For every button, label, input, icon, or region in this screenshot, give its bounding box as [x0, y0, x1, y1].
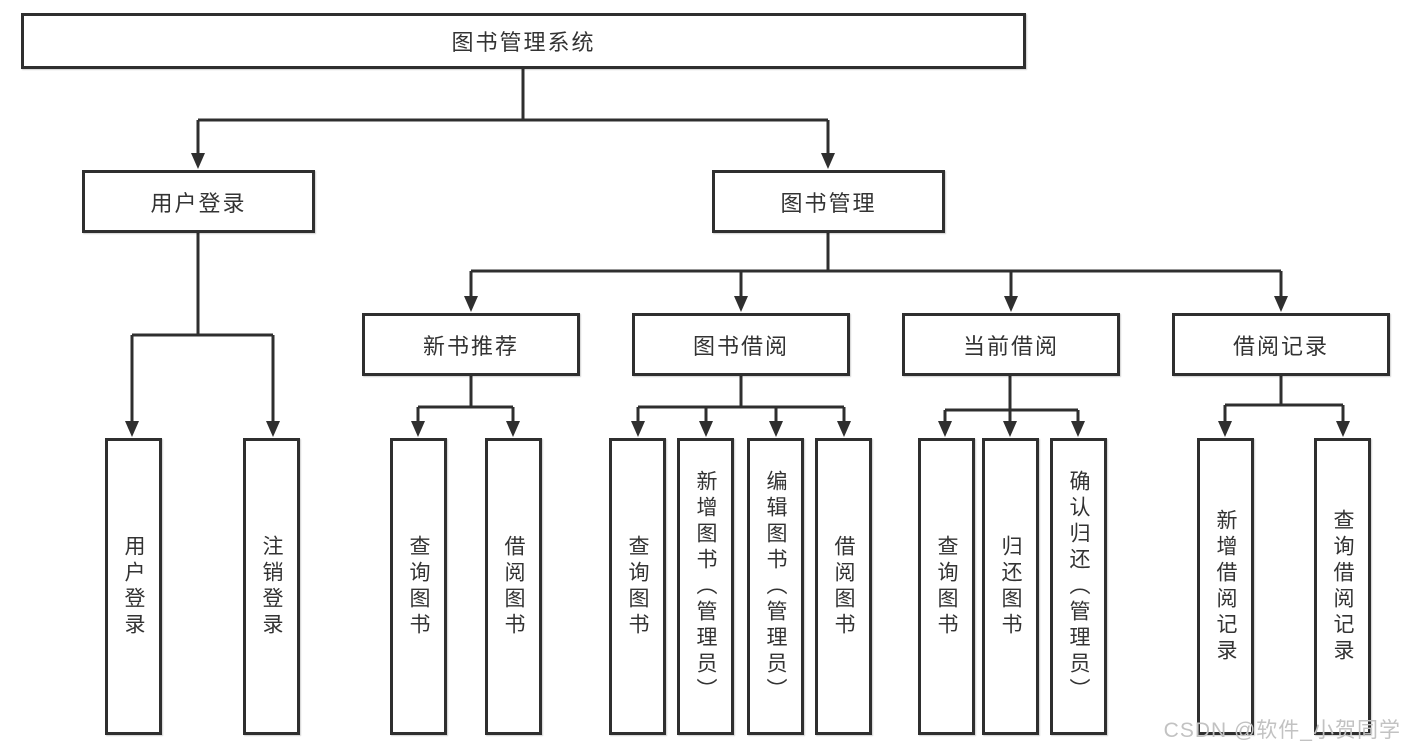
- arrow-down-icon: [464, 296, 478, 312]
- arrow-down-icon: [837, 421, 851, 437]
- arrow-down-icon: [266, 421, 280, 437]
- node-label: 借阅图书: [832, 534, 855, 639]
- node-borrow-records: 借阅记录: [1172, 313, 1390, 376]
- node-current-borrow: 当前借阅: [902, 313, 1120, 376]
- connector-book-management-to-level3: [469, 233, 1283, 298]
- connector-root-to-level2: [196, 69, 830, 156]
- node-label: 确认归还（管理员）: [1067, 469, 1090, 704]
- leaf-edit-book-admin: 编辑图书（管理员）: [747, 438, 804, 735]
- arrow-down-icon: [769, 421, 783, 437]
- leaf-query-books-borrow: 查询图书: [609, 438, 666, 735]
- leaf-user-login: 用户登录: [105, 438, 162, 735]
- csdn-watermark: CSDN @软件_小贺同学: [1163, 719, 1401, 742]
- node-label: 新增图书（管理员）: [694, 469, 717, 704]
- arrow-down-icon: [734, 296, 748, 312]
- leaf-add-book-admin: 新增图书（管理员）: [677, 438, 734, 735]
- node-label: 新书推荐: [422, 333, 519, 359]
- arrow-down-icon: [699, 421, 713, 437]
- arrow-down-icon: [1071, 421, 1085, 437]
- connector-user-login-to-leaves: [130, 233, 275, 424]
- arrow-down-icon: [1336, 421, 1350, 437]
- leaf-borrow-books-recommend: 借阅图书: [485, 438, 542, 735]
- node-label: 图书借阅: [692, 333, 789, 359]
- leaf-query-books-recommend: 查询图书: [390, 438, 447, 735]
- node-root-library-management-system: 图书管理系统: [21, 13, 1026, 69]
- leaf-query-borrow-record: 查询借阅记录: [1314, 438, 1371, 735]
- leaf-return-book: 归还图书: [982, 438, 1039, 735]
- node-label: 当前借阅: [962, 333, 1059, 359]
- arrow-down-icon: [1274, 296, 1288, 312]
- arrowheads: [125, 153, 1350, 437]
- arrow-down-icon: [938, 421, 952, 437]
- arrow-down-icon: [506, 421, 520, 437]
- connector-current-borrow-to-leaves: [943, 376, 1080, 424]
- connector-borrow-records-to-leaves: [1223, 376, 1345, 424]
- node-label: 编辑图书（管理员）: [764, 469, 787, 704]
- node-label: 图书管理系统: [451, 30, 596, 55]
- arrow-down-icon: [191, 153, 205, 169]
- connector-book-borrow-to-leaves: [636, 376, 846, 424]
- node-label: 查询图书: [626, 534, 649, 639]
- arrow-down-icon: [821, 153, 835, 169]
- arrow-down-icon: [631, 421, 645, 437]
- node-user-login: 用户登录: [82, 170, 315, 233]
- node-label: 用户登录: [122, 534, 145, 639]
- connector-new-book-recommend-to-leaves: [416, 376, 515, 424]
- node-label: 查询图书: [407, 534, 430, 639]
- leaf-confirm-return-admin: 确认归还（管理员）: [1050, 438, 1107, 735]
- node-new-book-recommend: 新书推荐: [362, 313, 580, 376]
- node-label: 借阅图书: [502, 534, 525, 639]
- leaf-logout: 注销登录: [243, 438, 300, 735]
- node-book-management: 图书管理: [712, 170, 945, 233]
- arrow-down-icon: [1218, 421, 1232, 437]
- arrow-down-icon: [1003, 421, 1017, 437]
- node-book-borrow: 图书借阅: [632, 313, 850, 376]
- node-label: 注销登录: [260, 534, 283, 639]
- arrow-down-icon: [125, 421, 139, 437]
- arrow-down-icon: [1004, 296, 1018, 312]
- node-label: 借阅记录: [1232, 333, 1329, 359]
- node-label: 新增借阅记录: [1214, 508, 1237, 665]
- arrow-down-icon: [411, 421, 425, 437]
- node-label: 用户登录: [150, 190, 247, 216]
- leaf-borrow-books-borrow: 借阅图书: [815, 438, 872, 735]
- node-label: 查询图书: [935, 534, 958, 639]
- leaf-add-borrow-record: 新增借阅记录: [1197, 438, 1254, 735]
- node-label: 归还图书: [999, 534, 1022, 639]
- node-label: 图书管理: [780, 190, 877, 216]
- node-label: 查询借阅记录: [1331, 508, 1354, 665]
- leaf-query-books-current: 查询图书: [918, 438, 975, 735]
